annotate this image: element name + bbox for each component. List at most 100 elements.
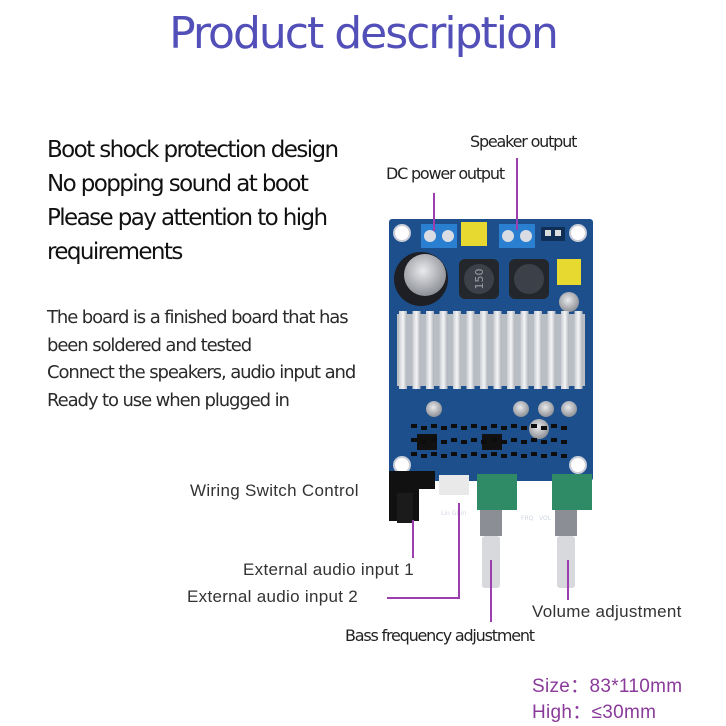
smd-component xyxy=(481,454,487,458)
heatsink xyxy=(397,311,585,389)
headline-line: No popping sound at boot xyxy=(47,171,309,197)
heatsink-fin xyxy=(439,311,448,389)
volume-shaft-thread xyxy=(555,510,577,536)
heatsink-fin xyxy=(520,311,529,389)
smd-component xyxy=(481,440,487,444)
heatsink-fin xyxy=(507,311,515,389)
smd-component xyxy=(501,440,507,444)
volume-knob-shaft xyxy=(557,536,575,588)
heatsink-fin xyxy=(493,311,502,389)
smd-component xyxy=(511,452,517,456)
smd-component xyxy=(491,438,497,442)
smd-component xyxy=(451,438,457,442)
description-line: Ready to use when plugged in xyxy=(47,389,290,411)
wiring-switch-control-label: Wiring Switch Control xyxy=(190,481,359,500)
smd-component xyxy=(471,438,477,442)
external-audio-input-1-label: External audio input 1 xyxy=(243,560,415,579)
description-line: The board is a finished board that has xyxy=(47,307,349,328)
smd-component xyxy=(441,426,447,430)
headline-line: requirements xyxy=(47,239,183,265)
height-spec: High：≤30mm xyxy=(532,702,657,723)
smd-component xyxy=(561,440,567,444)
smd-component xyxy=(431,452,437,456)
smd-component xyxy=(421,454,427,458)
dc-power-line xyxy=(433,193,435,231)
mount-hole xyxy=(393,456,411,474)
smd-component xyxy=(561,426,567,430)
smd-component xyxy=(541,454,547,458)
smd-component xyxy=(561,454,567,458)
description-line: been soldered and tested xyxy=(47,334,252,356)
film-capacitor xyxy=(461,222,487,246)
smd-component xyxy=(521,454,527,458)
smd-component xyxy=(511,424,517,428)
bass-shaft-thread xyxy=(480,510,502,536)
pot-label: VOL xyxy=(539,515,552,522)
heatsink-fin xyxy=(412,311,421,389)
smd-component xyxy=(521,440,527,444)
smd-component xyxy=(431,438,437,442)
smd-component xyxy=(431,424,437,428)
smd-component xyxy=(461,426,467,430)
smd-component xyxy=(461,454,467,458)
headline-line: Please pay attention to high xyxy=(47,205,328,231)
smd-component xyxy=(551,424,557,428)
smd-component xyxy=(531,452,537,456)
smd-component xyxy=(501,454,507,458)
input-connector xyxy=(439,475,469,495)
speaker-output-line xyxy=(516,158,518,230)
mount-hole xyxy=(393,224,411,242)
heatsink-fin xyxy=(453,311,461,389)
speaker-output-label: Speaker output xyxy=(470,132,577,151)
smd-component xyxy=(451,452,457,456)
mount-hole xyxy=(569,456,587,474)
mount-hole xyxy=(569,224,587,242)
smd-component xyxy=(441,440,447,444)
external-audio-input-2-label: External audio input 2 xyxy=(187,587,359,606)
description-line: Connect the speakers, audio input and xyxy=(47,362,356,383)
smd-component xyxy=(501,426,507,430)
smd-component xyxy=(471,452,477,456)
smd-component xyxy=(411,438,417,442)
headline-block: Boot shock protection design No popping … xyxy=(47,133,339,269)
smd-component xyxy=(541,426,547,430)
audio-input-1-line xyxy=(412,520,414,558)
inductor-label: 150 xyxy=(473,269,486,290)
amplifier-board-image: 150 Lin GRin FRQ VOL xyxy=(389,219,593,523)
smd-component xyxy=(551,452,557,456)
smd-component xyxy=(531,424,537,428)
volume-adjustment-label: Volume adjustment xyxy=(532,602,682,621)
smd-component xyxy=(461,440,467,444)
heatsink-fin xyxy=(547,311,556,389)
smd-component xyxy=(481,426,487,430)
dc-power-output-label: DC power output xyxy=(386,164,505,183)
description-block: The board is a finished board that has b… xyxy=(47,304,356,414)
audio-input-2-line-v xyxy=(458,503,460,598)
heatsink-fin xyxy=(480,311,488,389)
smd-component xyxy=(451,424,457,428)
smd-component xyxy=(411,424,417,428)
pot-label: FRQ xyxy=(521,515,534,522)
bass-adjustment-line xyxy=(490,560,492,622)
smd-component xyxy=(511,438,517,442)
heatsink-fin xyxy=(534,311,542,389)
page-title: Product description xyxy=(169,8,559,59)
connector-label: Lin GRin xyxy=(441,510,466,517)
heatsink-fin xyxy=(399,311,407,389)
smd-component xyxy=(531,438,537,442)
smd-component xyxy=(421,440,427,444)
smd-component xyxy=(521,426,527,430)
size-spec: Size：83*110mm xyxy=(532,676,683,697)
smd-component xyxy=(541,440,547,444)
smd-component xyxy=(421,426,427,430)
heatsink-fin xyxy=(426,311,434,389)
heatsink-fin xyxy=(466,311,475,389)
heatsink-fin xyxy=(561,311,569,389)
audio-input-2-line-h xyxy=(387,597,460,599)
volume-adjustment-line xyxy=(567,560,569,600)
volume-potentiometer xyxy=(552,474,592,510)
smd-component xyxy=(471,424,477,428)
smd-component xyxy=(551,438,557,442)
smd-component xyxy=(491,452,497,456)
headline-line: Boot shock protection design xyxy=(47,137,339,163)
